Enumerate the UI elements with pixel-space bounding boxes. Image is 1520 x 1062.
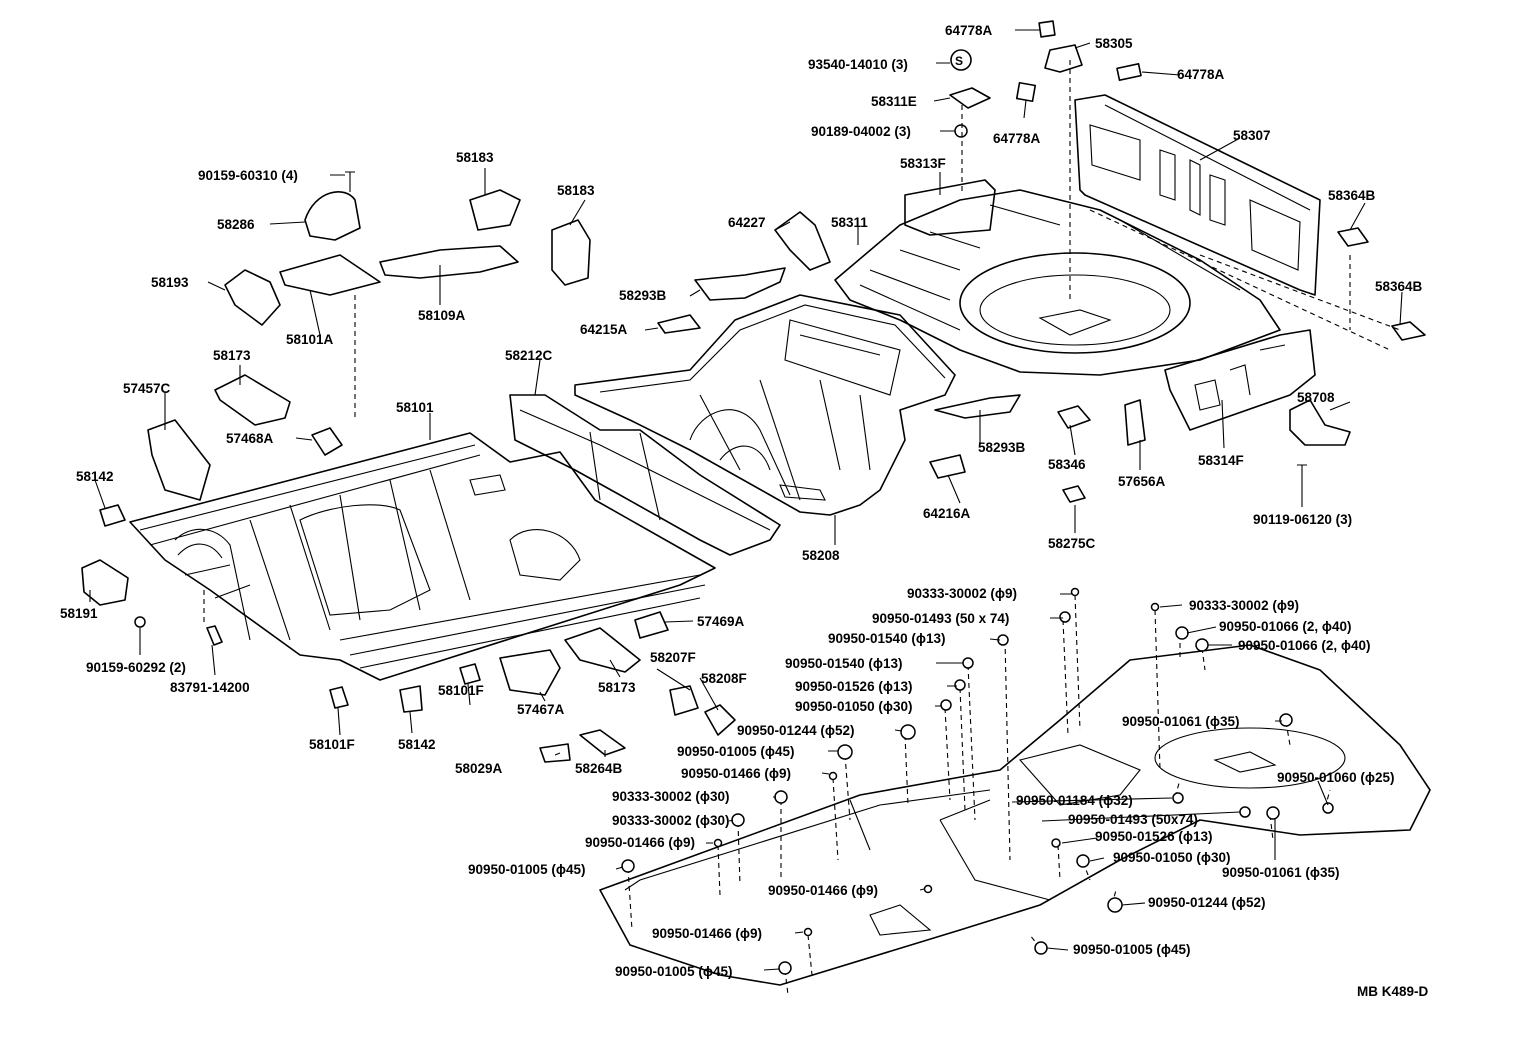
part-label: 90950-01061 (ϕ35)	[1122, 714, 1239, 729]
rear-crossmember	[1164, 329, 1316, 431]
part-label: 58207F	[650, 650, 696, 665]
front-floor-pan	[129, 432, 716, 681]
part-label: 57457C	[123, 381, 171, 396]
part-label: 90950-01466 (ϕ9)	[681, 766, 791, 781]
part-label: 90950-01005 (ϕ45)	[468, 862, 585, 877]
plugs	[621, 587, 1334, 975]
part-label: 90950-01060 (ϕ25)	[1277, 770, 1394, 785]
part-label: 64216A	[923, 506, 971, 521]
part-label: 58311E	[871, 94, 917, 109]
part-label: 58173	[213, 348, 251, 363]
reference-lines	[203, 60, 1401, 996]
part-label: 57468A	[226, 431, 274, 446]
part-label: 90950-01005 (ϕ45)	[1073, 942, 1190, 957]
part-label: 58101A	[286, 332, 334, 347]
part-label: 64227	[728, 215, 766, 230]
part-label: 58286	[217, 217, 255, 232]
part-label: 58307	[1233, 128, 1271, 143]
part-label: 90950-01066 (2, ϕ40)	[1219, 619, 1351, 634]
part-label: 58183	[557, 183, 595, 198]
part-label: 90950-01466 (ϕ9)	[585, 835, 695, 850]
part-label: 90950-01066 (2, ϕ40)	[1238, 638, 1370, 653]
part-labels: 64778A 58305 93540-14010 (3) 64778A 5831…	[60, 23, 1423, 979]
part-label: 58191	[60, 606, 98, 621]
floor-plug-view	[599, 644, 1431, 986]
part-label: 90333-30002 (ϕ9)	[907, 586, 1017, 601]
part-label: 90159-60310 (4)	[198, 168, 298, 183]
part-label: 57469A	[697, 614, 745, 629]
part-label: 58142	[398, 737, 436, 752]
part-label: 58101	[396, 400, 434, 415]
part-label: 58142	[76, 469, 114, 484]
part-label: 90950-01466 (ϕ9)	[652, 926, 762, 941]
part-label: 58305	[1095, 36, 1133, 51]
part-label: 58311	[831, 215, 868, 230]
side-member	[509, 394, 781, 556]
center-floor-pan	[574, 294, 956, 516]
part-label: 58264B	[575, 761, 623, 776]
part-label: 58275C	[1048, 536, 1096, 551]
part-label: 64778A	[993, 131, 1041, 146]
clip-symbol: S	[955, 54, 963, 68]
part-label: 58346	[1048, 457, 1086, 472]
part-label: 90950-01005 (ϕ45)	[615, 964, 732, 979]
part-label: 58314F	[1198, 453, 1244, 468]
part-label: 90950-01244 (ϕ52)	[1148, 895, 1265, 910]
leader-lines	[89, 29, 1403, 971]
part-label: 58193	[151, 275, 189, 290]
part-label: 90950-01061 (ϕ35)	[1222, 865, 1339, 880]
part-label: 90950-01526 (ϕ13)	[795, 679, 912, 694]
part-label: 90950-01540 (ϕ13)	[785, 656, 902, 671]
part-label: 90950-01540 (ϕ13)	[828, 631, 945, 646]
part-label: 58313F	[900, 156, 946, 171]
part-label: 90950-01244 (ϕ52)	[737, 723, 854, 738]
part-label: 58101F	[309, 737, 355, 752]
part-label: 90333-30002 (ϕ30)	[612, 789, 729, 804]
part-label: 90950-01526 (ϕ13)	[1095, 829, 1212, 844]
part-label: 58364B	[1328, 188, 1376, 203]
rear-panel	[1074, 94, 1321, 296]
part-label: 64778A	[1177, 67, 1225, 82]
part-label: 90333-30002 (ϕ9)	[1189, 598, 1299, 613]
part-label: 90950-01050 (ϕ30)	[795, 699, 912, 714]
part-label: 57656A	[1118, 474, 1166, 489]
part-label: 90950-01466 (ϕ9)	[768, 883, 878, 898]
part-label: 58708	[1297, 390, 1335, 405]
rear-floor-pan	[834, 189, 1281, 376]
part-label: 58183	[456, 150, 494, 165]
part-label: 90119-06120 (3)	[1253, 512, 1352, 527]
brackets: S	[81, 20, 1426, 763]
part-label: 57467A	[517, 702, 565, 717]
part-label: 90159-60292 (2)	[86, 660, 186, 675]
part-label: 90950-01493 (50x74)	[1068, 812, 1198, 827]
diagram-code: MB K489-D	[1357, 984, 1429, 999]
part-label: 90189-04002 (3)	[811, 124, 911, 139]
part-label: 58212C	[505, 348, 553, 363]
part-label: 90333-30002 (ϕ30)	[612, 813, 729, 828]
part-label: 90950-01050 (ϕ30)	[1113, 850, 1230, 865]
part-label: 93540-14010 (3)	[808, 57, 908, 72]
part-label: 58109A	[418, 308, 466, 323]
part-label: 58364B	[1375, 279, 1423, 294]
part-label: 58293B	[619, 288, 667, 303]
part-label: 90950-01493 (50 x 74)	[872, 611, 1009, 626]
part-label: 83791-14200	[170, 680, 250, 695]
part-label: 58208	[802, 548, 840, 563]
part-label: 90950-01005 (ϕ45)	[677, 744, 794, 759]
part-label: 58208F	[701, 671, 747, 686]
part-label: 58101F	[438, 683, 484, 698]
part-label: 58029A	[455, 761, 503, 776]
part-label: 90950-01184 (ϕ32)	[1016, 793, 1133, 808]
part-label: 58293B	[978, 440, 1026, 455]
part-label: 64215A	[580, 322, 628, 337]
part-label: 64778A	[945, 23, 993, 38]
part-label: 58173	[598, 680, 636, 695]
